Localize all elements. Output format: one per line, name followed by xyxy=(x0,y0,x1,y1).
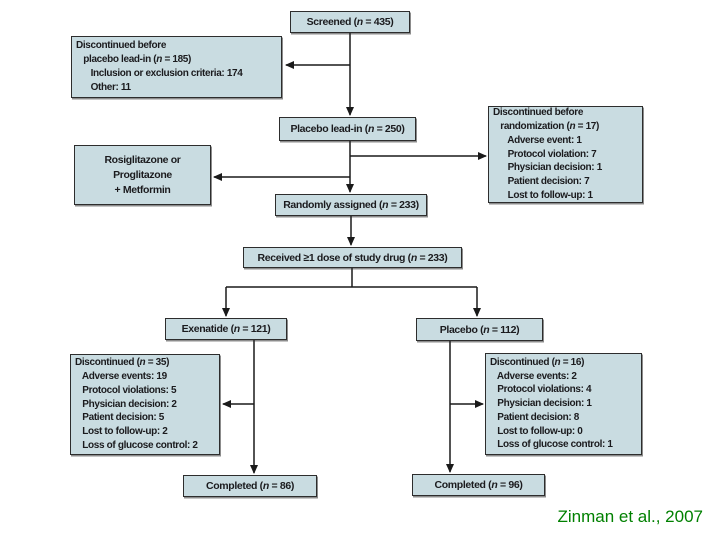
box-line: Completed (n = 86) xyxy=(206,480,294,492)
box-line: Physician decision: 1 xyxy=(490,398,592,410)
box-line: Protocol violation: 7 xyxy=(493,148,597,160)
box-line: Screened (n = 435) xyxy=(306,16,394,28)
box-line: Inclusion or exclusion criteria: 174 xyxy=(76,68,243,79)
flow-box-discontinued-before-lead-in: Discontinued before placebo lead-in (n =… xyxy=(71,36,282,98)
flow-box-received-dose: Received ≥1 dose of study drug (n = 233) xyxy=(243,247,462,268)
box-line: Lost to follow-up: 1 xyxy=(493,190,594,201)
flow-box-discontinued-exenatide: Discontinued (n = 35) Adverse events: 19… xyxy=(70,354,220,455)
box-line: Patient decision: 5 xyxy=(75,412,164,424)
box-line: Exenatide (n = 121) xyxy=(181,323,271,335)
box-line: Other: 11 xyxy=(76,81,132,93)
flow-box-rosiglitazone-metformin: Rosiglitazone or Proglitazone + Metformin xyxy=(74,145,211,205)
flow-box-discontinued-before-randomization: Discontinued before randomization (n = 1… xyxy=(488,106,643,203)
box-line: Completed (n = 96) xyxy=(434,479,523,491)
box-line: Rosiglitazone or xyxy=(104,153,181,166)
flow-box-completed-exenatide: Completed (n = 86) xyxy=(183,475,317,497)
box-line: Lost to follow-up: 0 xyxy=(490,425,583,437)
box-line: Loss of glucose control: 2 xyxy=(75,439,198,451)
flow-box-screened: Screened (n = 435) xyxy=(290,11,410,33)
box-line: Randomly assigned (n = 233) xyxy=(283,199,419,211)
flow-box-completed-placebo: Completed (n = 96) xyxy=(412,474,545,496)
box-line: Placebo lead-in (n = 250) xyxy=(290,123,405,135)
box-line: Discontinued before xyxy=(76,40,167,52)
citation: Zinman et al., 2007 xyxy=(557,507,703,526)
box-line: Patient decision: 8 xyxy=(490,411,579,423)
flow-box-exenatide: Exenatide (n = 121) xyxy=(165,318,287,340)
flow-box-placebo-lead-in: Placebo lead-in (n = 250) xyxy=(279,117,416,141)
box-line: Placebo (n = 112) xyxy=(439,323,520,336)
box-line: placebo lead-in (n = 185) xyxy=(76,54,191,66)
box-line: Lost to follow-up: 2 xyxy=(75,426,168,438)
flow-box-randomly-assigned: Randomly assigned (n = 233) xyxy=(275,194,427,216)
box-line: Adverse events: 2 xyxy=(490,370,577,382)
box-line: Physician decision: 1 xyxy=(493,162,603,174)
box-line: Discontinued (n = 35) xyxy=(75,357,170,369)
flow-box-placebo: Placebo (n = 112) xyxy=(416,318,543,341)
box-line: Received ≥1 dose of study drug (n = 233) xyxy=(257,251,448,264)
box-line: Adverse event: 1 xyxy=(493,134,582,146)
box-line: Proglitazone xyxy=(113,168,172,181)
box-line: Loss of glucose control: 1 xyxy=(490,439,613,451)
box-line: Discontinued (n = 16) xyxy=(490,356,585,368)
box-line: Patient decision: 7 xyxy=(493,176,590,188)
box-line: Discontinued before xyxy=(493,107,584,119)
flow-box-discontinued-placebo: Discontinued (n = 16) Adverse events: 2 … xyxy=(485,353,642,455)
box-line: + Metformin xyxy=(114,183,171,196)
box-line: randomization (n = 17) xyxy=(493,121,599,133)
box-line: Protocol violations: 4 xyxy=(490,384,592,396)
box-line: Protocol violations: 5 xyxy=(75,384,177,396)
box-line: Adverse events: 19 xyxy=(75,371,167,382)
box-line: Physician decision: 2 xyxy=(75,398,177,410)
